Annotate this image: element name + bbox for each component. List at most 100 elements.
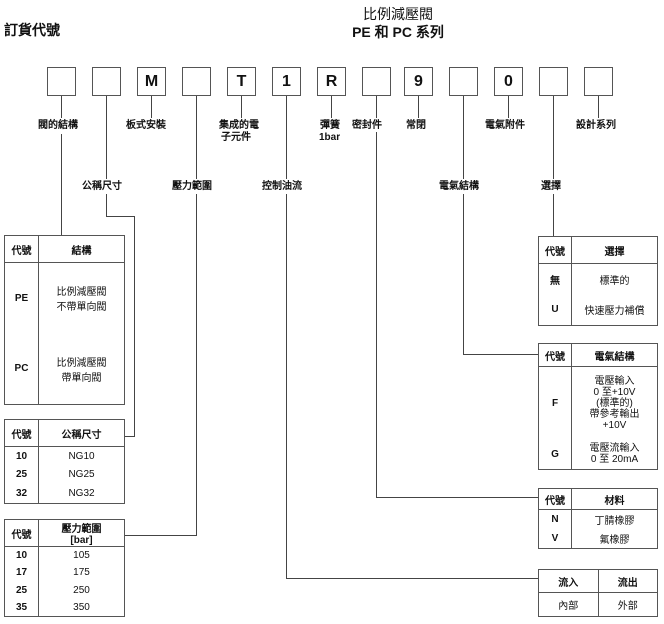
code-box-10: [449, 67, 478, 96]
code-box-8: [362, 67, 391, 96]
leader-line: [553, 194, 554, 236]
table-row-code: G: [538, 439, 572, 470]
table-row-value: 氟橡膠: [571, 529, 658, 549]
flow-table: 流入 流出 內部外部: [538, 569, 658, 617]
header-electrical: 電氣結構: [571, 343, 658, 367]
header-code: 代號: [538, 488, 572, 510]
leader-line: [106, 194, 107, 216]
series-name: PE 和 PC 系列: [352, 24, 444, 40]
label-spring: 彈簧: [320, 120, 340, 131]
desc-line: (標準的): [596, 397, 633, 409]
label-design-series: 設計系列: [576, 120, 616, 131]
connector: [286, 96, 287, 179]
desc-line: 帶參考輸出: [589, 408, 640, 420]
label-electrical-structure: 電氣結構: [439, 181, 479, 192]
code-box-3: M: [137, 67, 166, 96]
code-box-4: [182, 67, 211, 96]
label-normally-closed: 常閉: [406, 120, 426, 131]
leader-line: [463, 354, 538, 355]
leader-line: [134, 216, 135, 436]
header-code: 代號: [538, 236, 572, 264]
table-row-value: 丁腈橡膠: [571, 509, 658, 529]
label-integrated-2: 子元件: [221, 132, 251, 143]
table-row-desc: 電壓輸入 0 至+10V (標準的) 帶參考輸出 +10V: [571, 366, 658, 440]
order-code-title: 訂貨代號: [4, 22, 60, 38]
leader-line: [376, 497, 538, 498]
header-flow-in: 流入: [538, 569, 599, 593]
table-row-value: NG25: [38, 465, 125, 485]
code-box-5: T: [227, 67, 256, 96]
table-row-code: V: [538, 529, 572, 549]
connector: [418, 96, 419, 118]
label-electric-accessory: 電氣附件: [485, 120, 525, 131]
table-row-desc: 比例減壓閥 不帶單向閥: [38, 262, 125, 334]
connector: [598, 96, 599, 118]
table-row-desc: 電壓流輸入 0 至 20mA: [571, 439, 658, 470]
flow-out-value: 外部: [597, 592, 658, 617]
leader-line: [286, 578, 538, 579]
desc-line: 不帶單向閥: [56, 302, 107, 314]
label-nominal-size: 公稱尺寸: [82, 181, 122, 192]
leader-line: [286, 194, 287, 578]
leader-line: [376, 132, 377, 497]
connector: [61, 96, 62, 118]
connector: [196, 96, 197, 179]
connector: [151, 96, 152, 118]
electrical-table: 代號 電氣結構 F 電壓輸入 0 至+10V (標準的) 帶參考輸出 +10V …: [538, 343, 658, 470]
table-row-code: 10: [4, 546, 39, 565]
table-row-code: 無: [538, 263, 572, 295]
connector: [331, 96, 332, 118]
connector: [376, 96, 377, 118]
label-spring-value: 1bar: [319, 132, 341, 143]
header-code: 代號: [4, 419, 39, 447]
header-selection: 選擇: [571, 236, 658, 264]
code-box-2: [92, 67, 121, 96]
table-row-desc: 比例減壓閥 帶單向閥: [38, 333, 125, 405]
table-row-code: U: [538, 294, 572, 326]
leader-line: [463, 194, 464, 355]
desc-line: 帶單向閥: [61, 372, 102, 384]
connector: [508, 96, 509, 118]
label-plate-mount: 板式安裝: [126, 120, 166, 131]
desc-line: 0 至+10V: [593, 386, 636, 398]
desc-line: +10V: [602, 419, 627, 431]
label-integrated-1: 集成的電: [219, 120, 259, 131]
header-code: 代號: [538, 343, 572, 367]
header-pressure-label: 壓力範圍: [61, 524, 102, 535]
code-box-6: 1: [272, 67, 301, 96]
table-row-code: 25: [4, 581, 39, 599]
table-row-code: 17: [4, 564, 39, 582]
code-box-7: R: [317, 67, 346, 96]
table-row-value: 105: [38, 546, 125, 565]
connector: [463, 96, 464, 179]
table-row-code: F: [538, 366, 572, 440]
table-row-value: 250: [38, 581, 125, 599]
label-control-flow: 控制油流: [262, 181, 302, 192]
structure-table: 代號 結構 PE 比例減壓閥 不帶單向閥 PC 比例減壓閥 帶單向閥: [4, 235, 125, 405]
leader-line: [125, 535, 197, 536]
header-flow-out: 流出: [597, 569, 658, 593]
code-box-1: [47, 67, 76, 96]
label-seal: 密封件: [352, 120, 382, 131]
table-row-code: N: [538, 509, 572, 529]
table-row-value: NG32: [38, 484, 125, 504]
connector: [553, 96, 554, 179]
table-row-value: 標準的: [571, 263, 658, 295]
header-code: 代號: [4, 519, 39, 547]
label-valve-structure: 閥的結構: [38, 120, 78, 131]
desc-line: 比例減壓閥: [56, 357, 107, 369]
table-row-value: 350: [38, 598, 125, 617]
leader-line: [125, 436, 135, 437]
label-selection: 選擇: [541, 181, 561, 192]
code-box-9: 9: [404, 67, 433, 96]
table-row-value: 快速壓力補償: [571, 294, 658, 326]
series-subtitle: 比例減壓閥: [363, 6, 433, 22]
desc-line: 0 至 20mA: [590, 454, 639, 466]
header-code: 代號: [4, 235, 39, 263]
label-pressure-range: 壓力範圍: [172, 181, 212, 192]
desc-line: 比例減壓閥: [56, 287, 107, 299]
leader-line: [61, 134, 62, 235]
header-size: 公稱尺寸: [38, 419, 125, 447]
